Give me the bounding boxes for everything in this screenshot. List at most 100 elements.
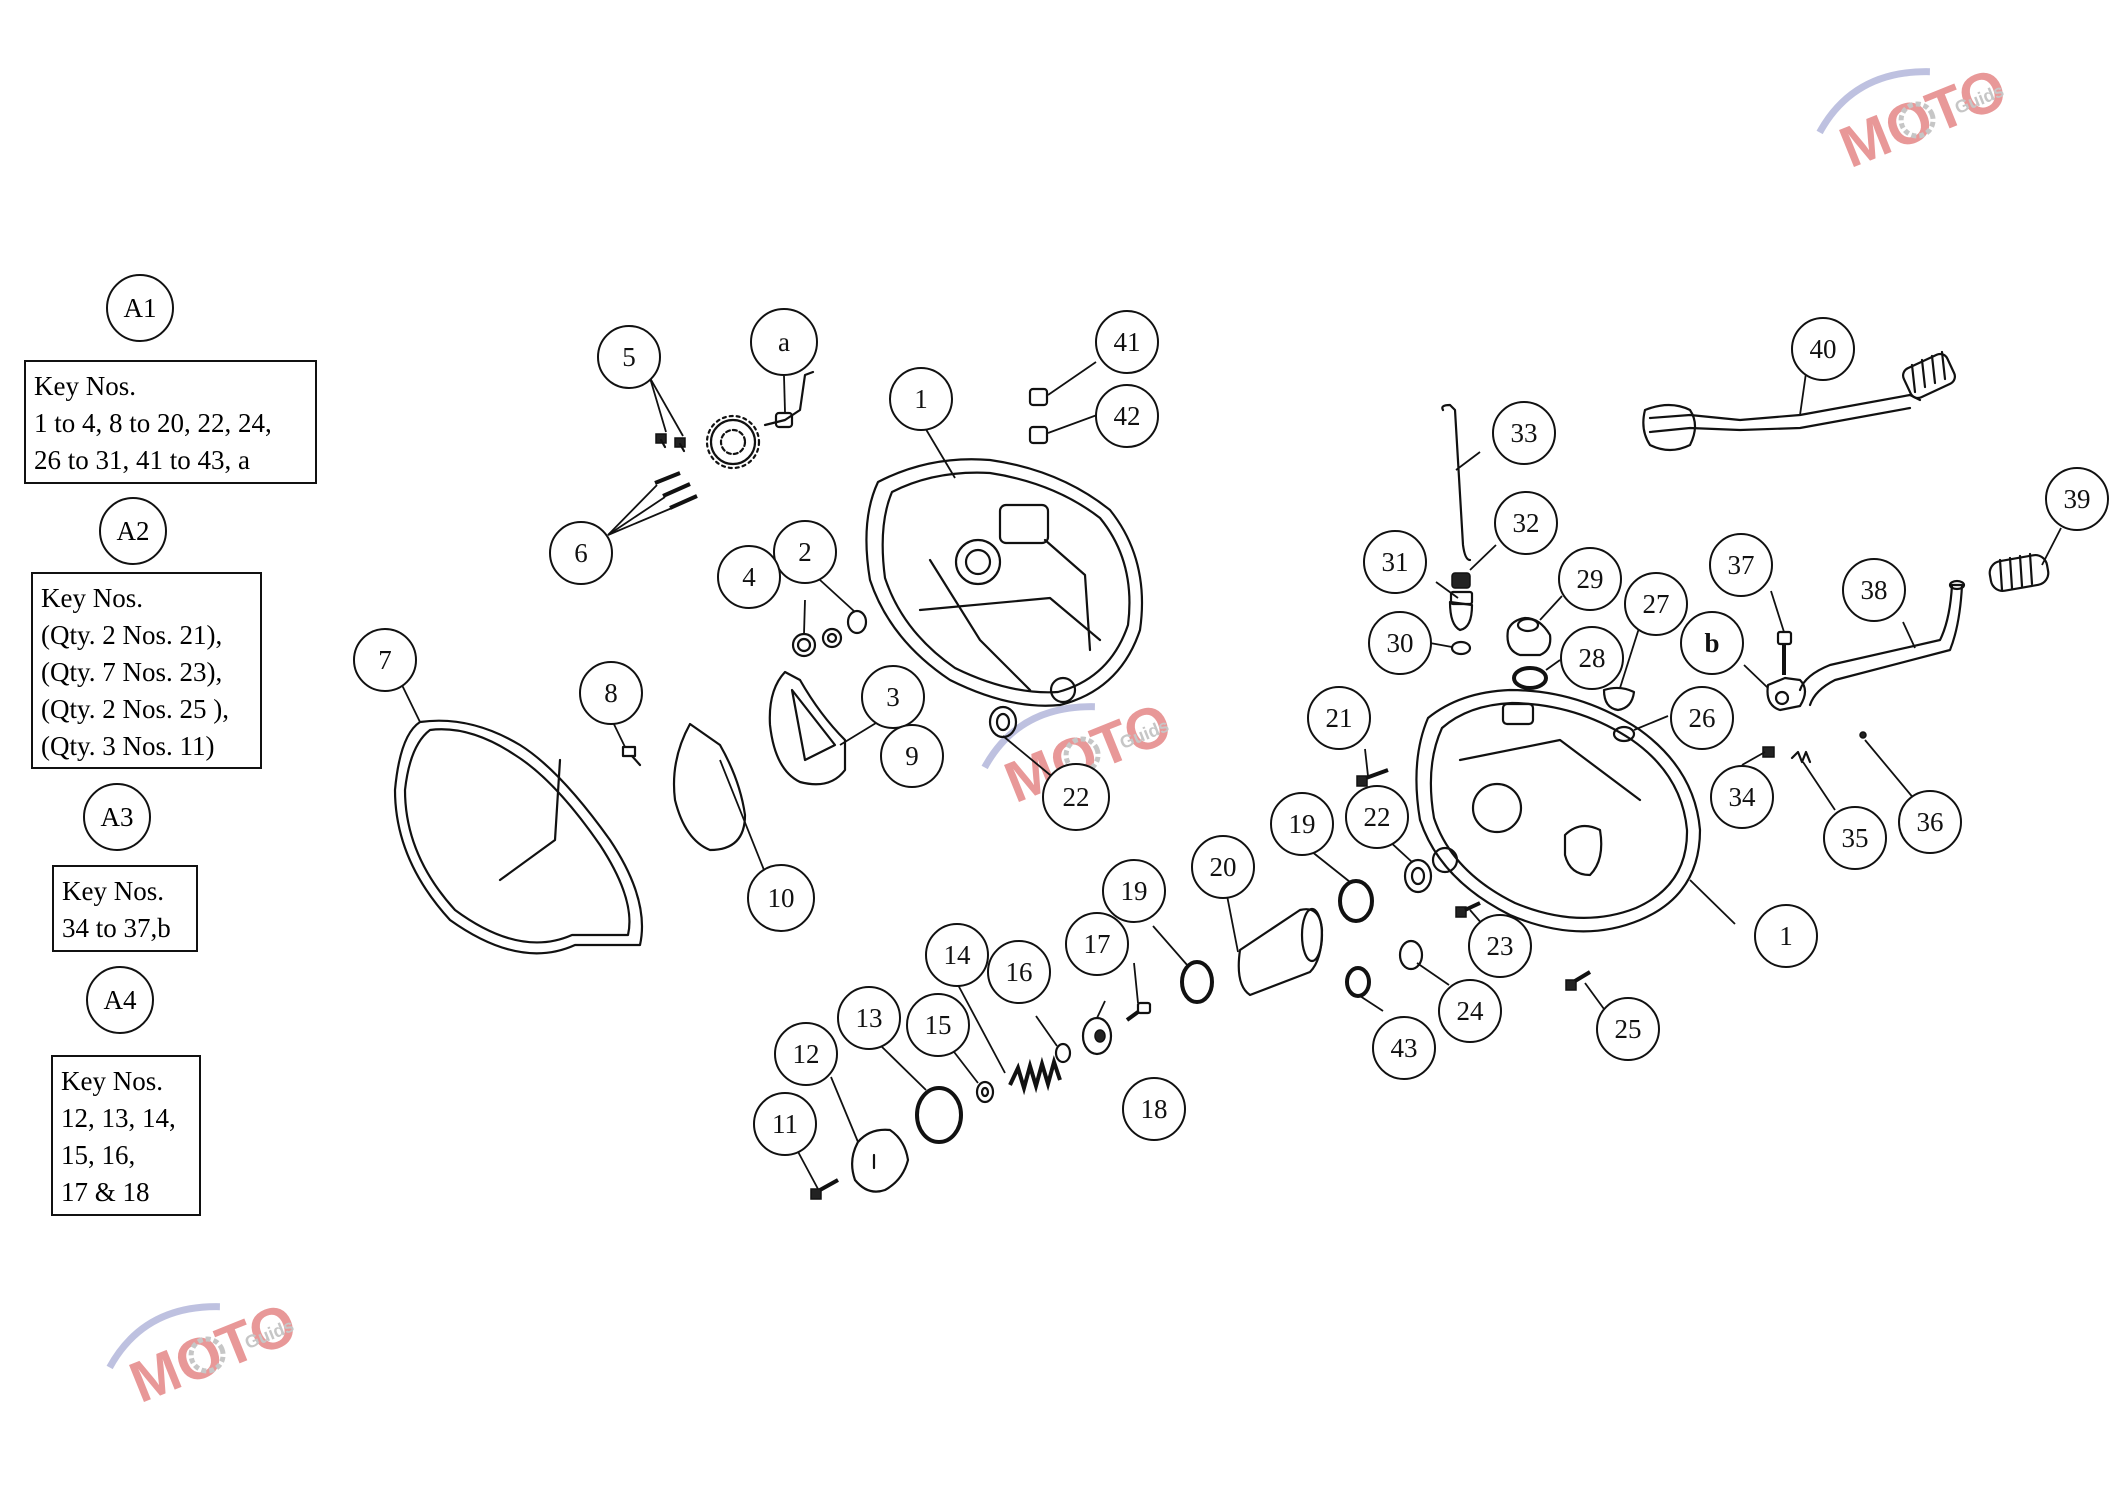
kit-label-a4: A4 [86, 966, 154, 1034]
svg-text:34: 34 [1729, 782, 1757, 812]
plug-32 [1451, 572, 1471, 589]
callout-10: 10 [747, 864, 815, 932]
svg-text:20: 20 [1210, 852, 1237, 882]
kit-line: 12, 13, 14, [61, 1103, 176, 1133]
callout-42: 42 [1095, 384, 1159, 448]
callout-1-right: 1 [1754, 904, 1818, 968]
svg-text:35: 35 [1842, 823, 1869, 853]
callout-15: 15 [906, 993, 970, 1057]
svg-text:A1: A1 [124, 293, 157, 323]
svg-text:38: 38 [1861, 575, 1888, 605]
callout-32: 32 [1494, 491, 1558, 555]
svg-text:a: a [778, 327, 790, 357]
kit-box-a3: Key Nos. 34 to 37,b [52, 865, 198, 952]
callout-34: 34 [1710, 765, 1774, 829]
svg-text:A2: A2 [117, 516, 150, 546]
svg-text:43: 43 [1391, 1033, 1418, 1063]
svg-text:14: 14 [944, 940, 972, 970]
dipstick-33 [1441, 403, 1472, 562]
callout-40: 40 [1791, 317, 1855, 381]
callout-2: 2 [773, 520, 837, 584]
svg-text:42: 42 [1114, 401, 1141, 431]
callout-25: 25 [1596, 997, 1660, 1061]
kit-line: (Qty. 3 Nos. 11) [41, 731, 214, 761]
svg-text:32: 32 [1513, 508, 1540, 538]
callout-16: 16 [987, 940, 1051, 1004]
ring-3 [821, 627, 843, 649]
svg-text:A3: A3 [101, 802, 134, 832]
bolt-21 [1356, 768, 1389, 787]
callout-22-right: 22 [1345, 785, 1409, 849]
kit-label-a1: A1 [106, 274, 174, 342]
kit-line: Key Nos. [62, 876, 164, 906]
circlip-43 [1345, 966, 1371, 998]
svg-text:24: 24 [1457, 996, 1485, 1026]
rubber-grip-39 [1988, 552, 2050, 593]
kit-box-a4: Key Nos. 12, 13, 14, 15, 16, 17 & 18 [51, 1055, 201, 1216]
callout-9: 9 [880, 724, 944, 788]
kit-label-a3: A3 [83, 783, 151, 851]
svg-text:16: 16 [1006, 957, 1033, 987]
kit-line: 34 to 37,b [62, 913, 171, 943]
svg-text:39: 39 [2064, 484, 2091, 514]
callout-13: 13 [837, 986, 901, 1050]
filter-cover-12 [851, 1128, 910, 1193]
callout-27: 27 [1624, 572, 1688, 636]
part-drawings [393, 350, 2050, 1200]
svg-text:22: 22 [1063, 782, 1090, 812]
ring-16 [1054, 1042, 1072, 1064]
svg-text:A4: A4 [104, 985, 137, 1015]
valve-disc-18 [1081, 1016, 1113, 1056]
callout-37: 37 [1709, 533, 1773, 597]
oil-seal-22-left [988, 705, 1018, 739]
o-ring-26 [1612, 725, 1636, 743]
callout-19-right: 19 [1270, 792, 1334, 856]
svg-text:4: 4 [742, 562, 756, 592]
kit-line: 15, 16, [61, 1140, 135, 1170]
svg-text:3: 3 [886, 682, 900, 712]
callout-4: 4 [717, 545, 781, 609]
kit-line: (Qty. 7 Nos. 23), [41, 657, 222, 687]
svg-text:28: 28 [1579, 643, 1606, 673]
callout-43: 43 [1372, 1016, 1436, 1080]
svg-text:13: 13 [856, 1003, 883, 1033]
svg-text:2: 2 [798, 537, 812, 567]
svg-text:19: 19 [1121, 876, 1148, 906]
callout-35: 35 [1823, 806, 1887, 870]
gear-icon [188, 1336, 226, 1374]
svg-text:27: 27 [1643, 589, 1670, 619]
leader-lines [400, 361, 2062, 1190]
callout-7: 7 [353, 628, 417, 692]
svg-text:26: 26 [1689, 703, 1716, 733]
svg-text:22: 22 [1364, 802, 1391, 832]
callout-23: 23 [1468, 914, 1532, 978]
gasket-7 [393, 719, 644, 955]
bolts-5 [655, 433, 686, 453]
kit-line: (Qty. 2 Nos. 25 ), [41, 694, 229, 724]
kit-legend: A1 Key Nos. 1 to 4, 8 to 20, 22, 24, 26 … [24, 274, 317, 1216]
kit-box-a2: Key Nos. (Qty. 2 Nos. 21), (Qty. 7 Nos. … [31, 572, 262, 769]
oil-seal-22-right [1403, 858, 1433, 894]
callout-20: 20 [1191, 835, 1255, 899]
svg-text:37: 37 [1728, 550, 1755, 580]
svg-text:33: 33 [1511, 418, 1538, 448]
sleeve-41 [1028, 387, 1049, 407]
callout-33: 33 [1492, 401, 1556, 465]
screw-17 [1125, 1001, 1152, 1022]
watermark-bottom-left: MOTO Guids [106, 1291, 306, 1416]
bolt-25 [1565, 970, 1592, 991]
callout-21: 21 [1307, 686, 1371, 750]
svg-text:b: b [1704, 628, 1719, 658]
bolt-8 [621, 745, 642, 767]
callout-a: a [750, 308, 818, 376]
kit-line: Key Nos. [61, 1066, 163, 1096]
callout-30: 30 [1368, 611, 1432, 675]
kit-line: 1 to 4, 8 to 20, 22, 24, [34, 408, 272, 438]
spring-35 [1790, 750, 1812, 764]
svg-text:40: 40 [1810, 334, 1837, 364]
o-ring-19-left [1180, 960, 1214, 1004]
callout-8: 8 [579, 661, 643, 725]
callout-26: 26 [1670, 686, 1734, 750]
o-ring-30 [1450, 640, 1472, 656]
